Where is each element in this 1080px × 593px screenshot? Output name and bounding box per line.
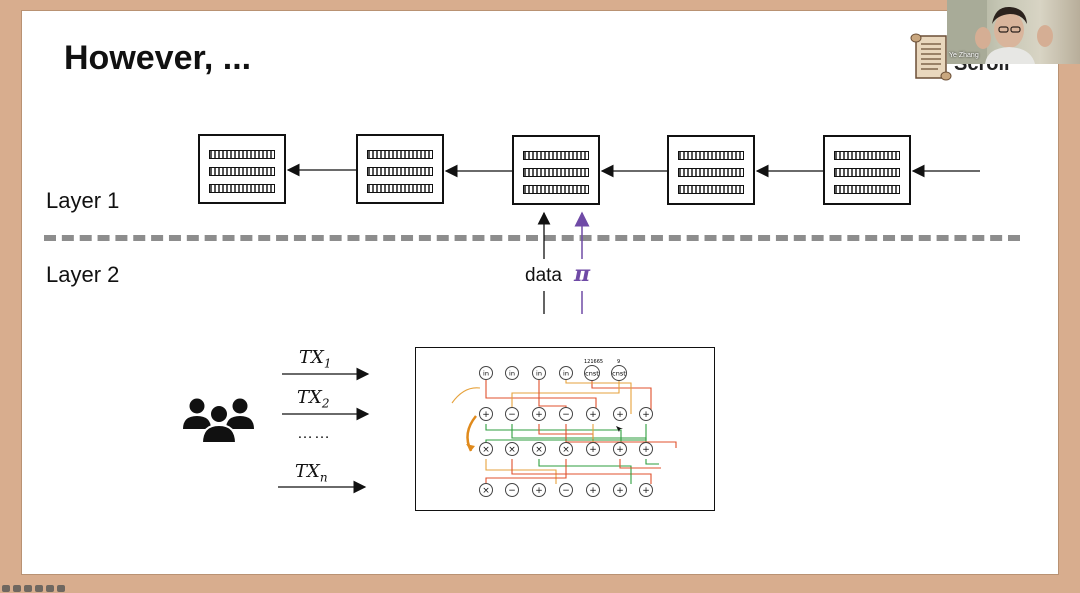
txn-label: TXn bbox=[295, 461, 328, 485]
participant-video bbox=[947, 0, 1053, 64]
svg-text:−: − bbox=[508, 486, 516, 496]
scroll-icon bbox=[910, 33, 952, 81]
svg-text:−: − bbox=[508, 410, 516, 420]
participant-name: Ye Zhang bbox=[949, 52, 979, 59]
tx2-label: TX2 bbox=[297, 387, 330, 411]
svg-text:×: × bbox=[482, 445, 490, 455]
svg-text:cnst: cnst bbox=[612, 370, 626, 378]
svg-text:×: × bbox=[482, 486, 490, 496]
slides-icon[interactable] bbox=[24, 585, 32, 592]
svg-text:−: − bbox=[562, 410, 570, 420]
layer1-label: Layer 1 bbox=[46, 188, 120, 213]
arrows bbox=[278, 163, 980, 494]
svg-text:−: − bbox=[562, 486, 570, 496]
ellipsis: …… bbox=[297, 425, 331, 442]
block-5 bbox=[823, 135, 911, 205]
block-4 bbox=[667, 135, 755, 205]
svg-text:+: + bbox=[589, 486, 597, 496]
svg-text:cnst: cnst bbox=[585, 370, 599, 378]
webcam-feed: Ye Zhang bbox=[947, 0, 1080, 64]
svg-text:+: + bbox=[642, 445, 650, 455]
data-label: data bbox=[525, 265, 562, 286]
tx1-label: TX1 bbox=[299, 347, 332, 371]
svg-text:+: + bbox=[642, 486, 650, 496]
svg-text:×: × bbox=[535, 445, 543, 455]
bottom-toolbar bbox=[2, 585, 65, 593]
svg-text:in: in bbox=[509, 370, 515, 378]
pen-icon[interactable] bbox=[13, 585, 21, 592]
block-3 bbox=[512, 135, 600, 205]
layer-divider bbox=[44, 235, 1020, 241]
layer2-label: Layer 2 bbox=[46, 262, 120, 287]
circuit-diagram: 121665 9 in in in in cnst cnst + − + − + + + ×… bbox=[415, 347, 715, 511]
svg-text:+: + bbox=[589, 445, 597, 455]
svg-text:+: + bbox=[616, 445, 624, 455]
svg-text:×: × bbox=[562, 445, 570, 455]
svg-text:+: + bbox=[642, 410, 650, 420]
const-annotation-2: 9 bbox=[617, 359, 620, 365]
slide-title: However, ... bbox=[64, 39, 252, 77]
users-icon bbox=[183, 398, 254, 444]
slide: However, ... Layer 1 Layer 2 bbox=[22, 11, 1058, 574]
pointer-icon[interactable] bbox=[2, 585, 10, 592]
svg-text:+: + bbox=[535, 486, 543, 496]
svg-text:+: + bbox=[482, 410, 490, 420]
svg-text:in: in bbox=[536, 370, 542, 378]
svg-text:+: + bbox=[616, 486, 624, 496]
block-2 bbox=[356, 134, 444, 204]
svg-text:×: × bbox=[508, 445, 516, 455]
block-1 bbox=[198, 134, 286, 204]
subtitles-icon[interactable] bbox=[46, 585, 54, 592]
zoom-icon[interactable] bbox=[35, 585, 43, 592]
svg-text:in: in bbox=[563, 370, 569, 378]
svg-text:+: + bbox=[616, 410, 624, 420]
const-annotation-1: 121665 bbox=[584, 359, 603, 365]
svg-text:+: + bbox=[535, 410, 543, 420]
pi-label: π bbox=[574, 261, 591, 287]
svg-text:+: + bbox=[589, 410, 597, 420]
cursor-icon bbox=[616, 426, 623, 432]
more-icon[interactable] bbox=[57, 585, 65, 592]
svg-text:in: in bbox=[483, 370, 489, 378]
